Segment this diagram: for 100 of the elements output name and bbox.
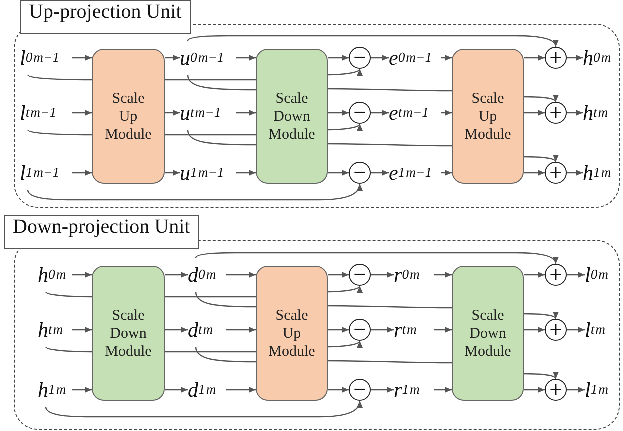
arrow [165,327,188,333]
arrow [567,387,585,393]
arrow [371,272,394,278]
module-label: Scale Up Module [105,90,152,144]
operator-circle: − [349,319,371,341]
arrow [371,387,394,393]
arrow [72,110,92,116]
operator-circle: − [349,379,371,401]
connector-line [328,360,452,364]
arrow [567,272,585,278]
arrow [524,272,545,278]
arrow [165,272,188,278]
arrow [72,55,92,61]
arrow [328,55,349,61]
arrow [236,110,256,116]
arrow [524,110,545,116]
arrow [165,170,180,176]
operator-circle: + [545,264,567,286]
connector-line [28,74,92,81]
arrow [236,170,256,176]
connector-line [46,346,92,353]
arrow [236,55,256,61]
connector-line [28,130,92,136]
arrow [328,110,349,116]
arrow [524,170,545,176]
connector-line [165,296,256,298]
arrow [72,387,92,393]
arrow [524,55,545,61]
arrow [328,68,361,77]
arrow [226,327,256,333]
operator-circle: + [545,102,567,124]
arrow [441,170,452,176]
arrow [441,110,452,116]
arrow [226,387,256,393]
arrow [434,327,452,333]
connector-line [195,292,256,308]
arrow [371,327,394,333]
connector-line [46,292,92,298]
module-label: Scale Up Module [464,90,512,144]
arrow [328,387,349,393]
arrow [328,124,361,132]
operator-circle: − [349,47,371,69]
arrow [567,55,583,61]
unit-frame [4,215,620,430]
arrow [567,327,585,333]
arrow [72,272,92,278]
arrow [524,371,557,380]
arrow [328,272,349,278]
arrow [524,311,557,320]
arrow [371,55,389,61]
arrow [196,252,558,264]
arrow [441,55,452,61]
operator-circle: − [349,102,371,124]
module-box [256,266,328,401]
arrow [328,170,349,176]
operator-circle: + [545,162,567,184]
module-label: Scale Down Module [268,90,316,144]
operator-circle: + [545,319,567,341]
operator-circle: + [545,379,567,401]
operator-circle: − [349,264,371,286]
arrow [524,327,545,333]
arrow [72,170,92,176]
arrow [434,272,452,278]
module-label: Scale Down Module [464,306,512,360]
connector-line [187,130,256,146]
connector-line [165,351,256,353]
arrow [226,272,256,278]
arrow [328,286,361,294]
module-box [256,49,328,184]
arrow [434,387,452,393]
connector-line [328,143,452,147]
arrow [72,327,92,333]
arrow [524,154,557,162]
module-box [452,266,524,401]
arrow [567,110,583,116]
arrow [165,110,180,116]
arrow [328,340,361,349]
arrow [188,35,558,48]
connector-line [328,88,452,92]
arrow [371,170,389,176]
module-label: Scale Down Module [105,306,152,360]
arrow [524,94,557,102]
module-box [452,49,524,184]
module-box [92,266,165,401]
arrow [45,400,362,418]
unit-title: Down-projection Unit [4,215,200,249]
connector-line [187,74,256,91]
arrow [328,327,349,333]
operator-circle: − [349,162,371,184]
arrow [371,110,389,116]
unit-frame [14,0,620,208]
arrow [27,184,362,201]
arrow [165,387,188,393]
unit-title: Up-projection Unit [20,0,191,34]
connector-line [328,305,452,309]
operator-circle: + [545,47,567,69]
module-box [92,49,165,184]
connector-line [195,346,256,363]
arrow [567,170,583,176]
module-label: Scale Up Module [268,306,316,360]
